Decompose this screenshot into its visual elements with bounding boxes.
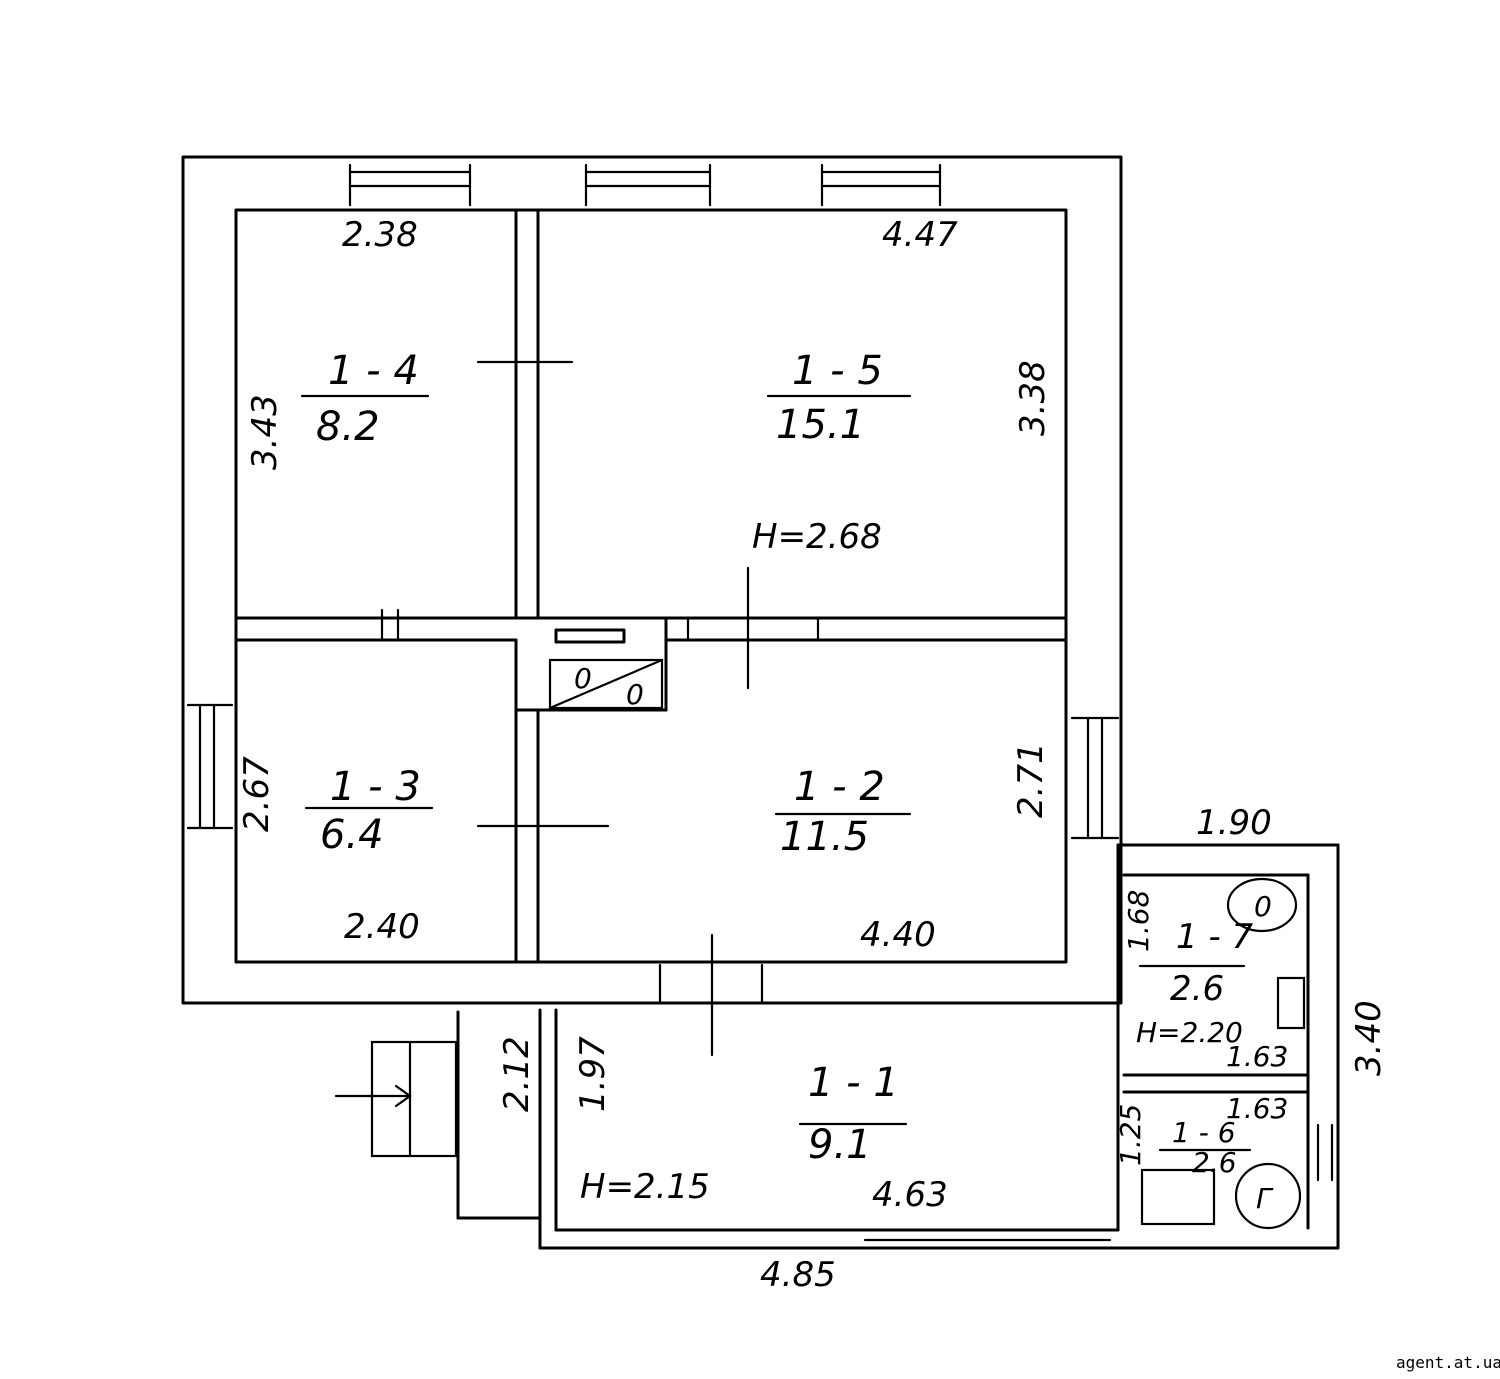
dim-annex-top: 1.90 — [1196, 803, 1272, 843]
dim-bottom-mid: 4.40 — [860, 915, 936, 955]
dim-bath-side: 1.68 — [1122, 890, 1155, 952]
room-1-id: 1 - 1 — [808, 1060, 899, 1106]
room-2-area: 11.5 — [780, 814, 869, 860]
height-labels: H=2.68 H=2.15 H=2.20 — [580, 517, 1243, 1207]
room-6-area: 2.6 — [1192, 1146, 1237, 1179]
toilet-symbol: 0 — [1254, 890, 1272, 923]
partitions — [234, 208, 1068, 964]
dim-wc-width: 1.63 — [1226, 1092, 1288, 1125]
door-marks — [380, 360, 820, 1057]
dim-top-right: 4.47 — [882, 215, 958, 255]
dim-left-lower: 2.67 — [237, 756, 277, 832]
dim-bath-width: 1.63 — [1226, 1040, 1288, 1073]
room-2-id: 1 - 2 — [794, 764, 885, 810]
entrance-steps — [334, 1040, 458, 1158]
boiler-letter: Г — [1256, 1182, 1274, 1215]
room-1-area: 9.1 — [808, 1122, 872, 1168]
outer-walls — [181, 155, 1123, 1005]
dim-entry-inner: 1.97 — [573, 1036, 613, 1112]
dim-top-left: 2.38 — [342, 215, 418, 255]
dim-hall-width: 4.63 — [872, 1175, 948, 1215]
room-3-area: 6.4 — [320, 812, 384, 858]
dim-bottom-total: 4.85 — [760, 1255, 836, 1295]
height-main: H=2.68 — [752, 517, 882, 557]
height-annex: H=2.20 — [1136, 1016, 1243, 1049]
room-4-area: 8.2 — [316, 404, 380, 450]
watermark: agent.at.ua — [1396, 1353, 1500, 1372]
dim-right-upper: 3.38 — [1013, 360, 1053, 436]
room-7-id: 1 - 7 — [1176, 917, 1254, 957]
room-4-id: 1 - 4 — [328, 348, 419, 394]
dim-left-upper: 3.43 — [245, 394, 285, 470]
stove-burner-right: 0 — [626, 678, 644, 711]
dim-right-lower: 2.71 — [1011, 742, 1051, 818]
height-hall: H=2.15 — [580, 1167, 710, 1207]
room-6-id: 1 - 6 — [1172, 1116, 1236, 1149]
dim-annex-right: 3.40 — [1349, 1000, 1389, 1076]
room-5-id: 1 - 5 — [792, 348, 883, 394]
stove: 0 0 — [548, 628, 664, 711]
fixtures: 0 Г — [1140, 877, 1306, 1230]
room-7-area: 2.6 — [1170, 969, 1224, 1009]
dimension-labels: 2.38 4.47 3.43 3.38 2.67 2.71 2.40 4.40 … — [237, 215, 1389, 1295]
dim-wc-side: 1.25 — [1114, 1104, 1147, 1166]
dim-entry-outer: 2.12 — [497, 1036, 537, 1112]
hall-walls — [456, 843, 1340, 1250]
dim-bottom-left: 2.40 — [344, 907, 420, 947]
room-5-area: 15.1 — [776, 402, 865, 448]
room-3-id: 1 - 3 — [330, 764, 421, 810]
stove-burner-left: 0 — [574, 662, 592, 695]
room-labels: 1 - 4 8.2 1 - 5 15.1 1 - 3 6.4 1 - 2 11.… — [300, 348, 1254, 1179]
windows — [186, 163, 1334, 1182]
